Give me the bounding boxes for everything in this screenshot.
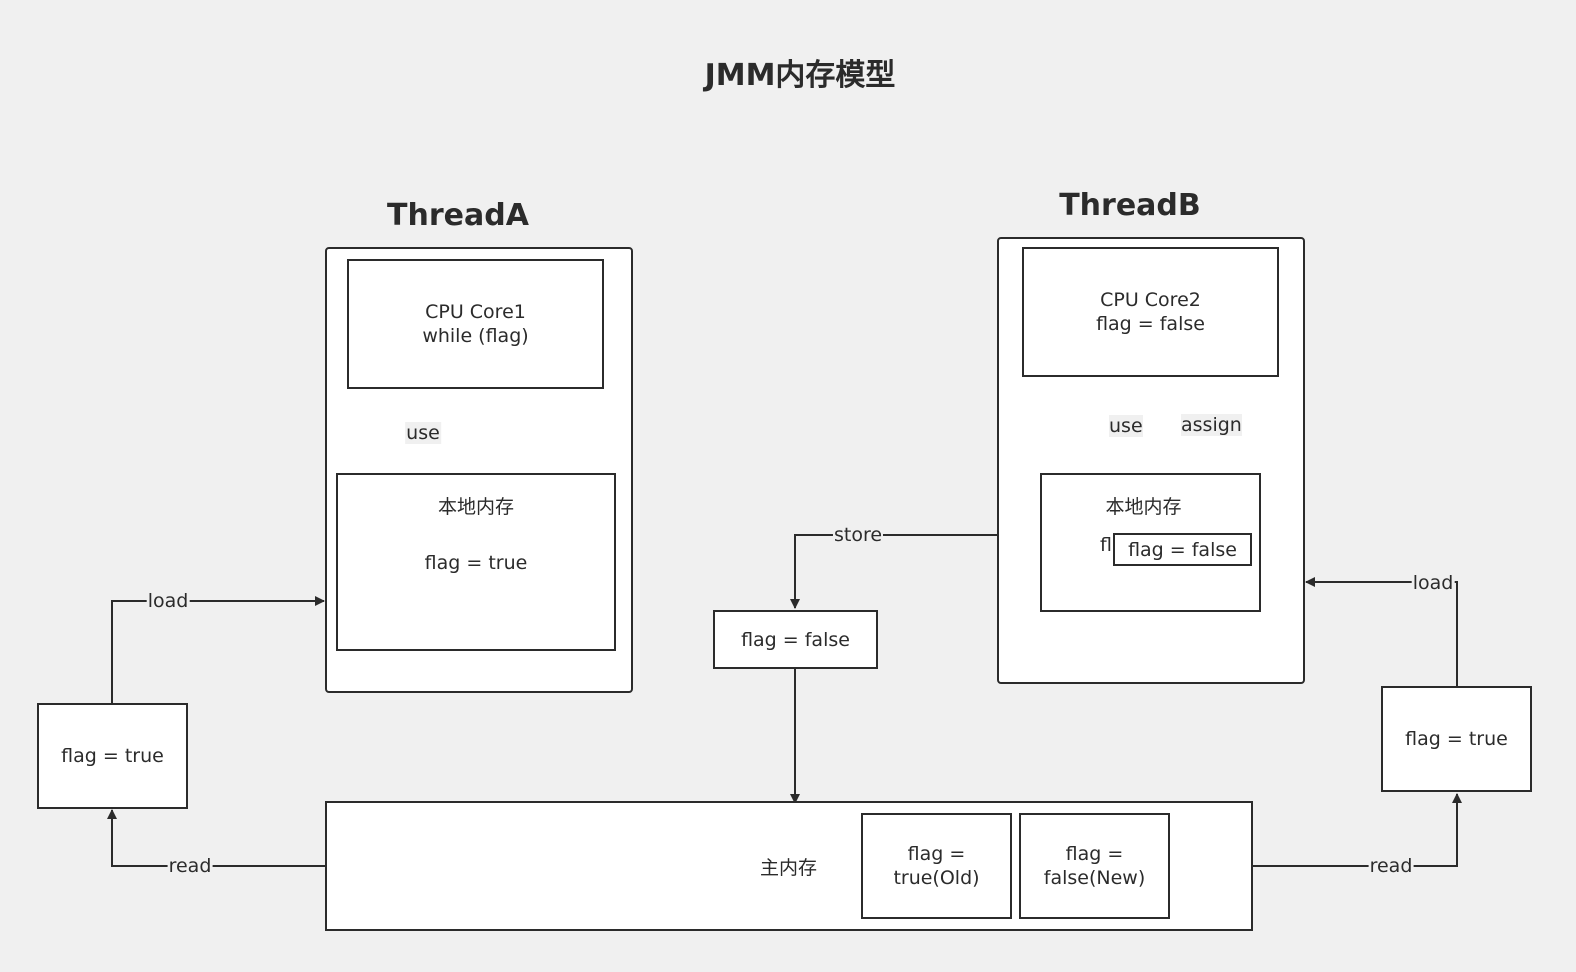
threadB-label: ThreadB	[1059, 188, 1201, 223]
threadB-local-title: 本地内存	[1105, 496, 1182, 518]
threadB-local-value: flag = false	[1128, 538, 1237, 561]
edge-load-right	[1305, 577, 1458, 686]
edge-read-right	[1252, 793, 1462, 867]
threadB-use-label: use	[1109, 415, 1143, 437]
left-flag-value: flag = true	[61, 745, 164, 767]
right-flag-copy: flag = true	[1381, 686, 1532, 792]
threadA-local-title: 本地内存	[437, 496, 514, 518]
main-memory-old-line1: flag =	[907, 843, 966, 865]
threadB-cpu-core: CPU Core2 flag = false	[1022, 247, 1279, 377]
threadA-label: ThreadA	[387, 198, 529, 233]
read-right-label: read	[1368, 855, 1414, 877]
read-left-label: read	[167, 855, 213, 877]
threadB-cpu-name: CPU Core2	[1100, 289, 1201, 311]
left-flag-copy: flag = true	[37, 703, 188, 809]
threadB-assign-label: assign	[1181, 414, 1242, 436]
load-left-label: load	[146, 590, 190, 612]
threadA-local-memory: 本地内存 flag = true	[336, 473, 616, 651]
main-memory-new-line1: flag =	[1065, 843, 1124, 865]
threadA-cpu-code: while (flag)	[422, 325, 529, 347]
threadA-local-value: flag = true	[424, 552, 528, 574]
threadB-local-value-box: flag = false	[1113, 533, 1252, 566]
main-memory-label: 主内存	[760, 857, 818, 879]
right-flag-value: flag = true	[1405, 728, 1508, 750]
load-right-label: load	[1411, 572, 1455, 594]
edge-store	[790, 534, 997, 609]
edge-read-left	[107, 809, 325, 867]
threadA-cpu-core: CPU Core1 while (flag)	[347, 259, 604, 389]
store-flag-value: flag = false	[741, 628, 850, 651]
threadA-use-label: use	[405, 422, 441, 444]
store-label: store	[832, 524, 884, 546]
threadA-cpu-name: CPU Core1	[425, 301, 526, 323]
main-memory-old-value: flag = true(Old)	[861, 813, 1012, 919]
diagram-title: JMM内存模型	[704, 58, 896, 93]
edge-load-left	[111, 596, 325, 703]
store-flag-box: flag = false	[713, 610, 878, 669]
main-memory-old-line2: true(Old)	[893, 867, 980, 889]
main-memory-new-value: flag = false(New)	[1019, 813, 1170, 919]
main-memory-new-line2: false(New)	[1043, 867, 1146, 889]
threadB-cpu-code: flag = false	[1096, 313, 1205, 335]
threadB-local-fragment: fl	[1100, 534, 1112, 556]
